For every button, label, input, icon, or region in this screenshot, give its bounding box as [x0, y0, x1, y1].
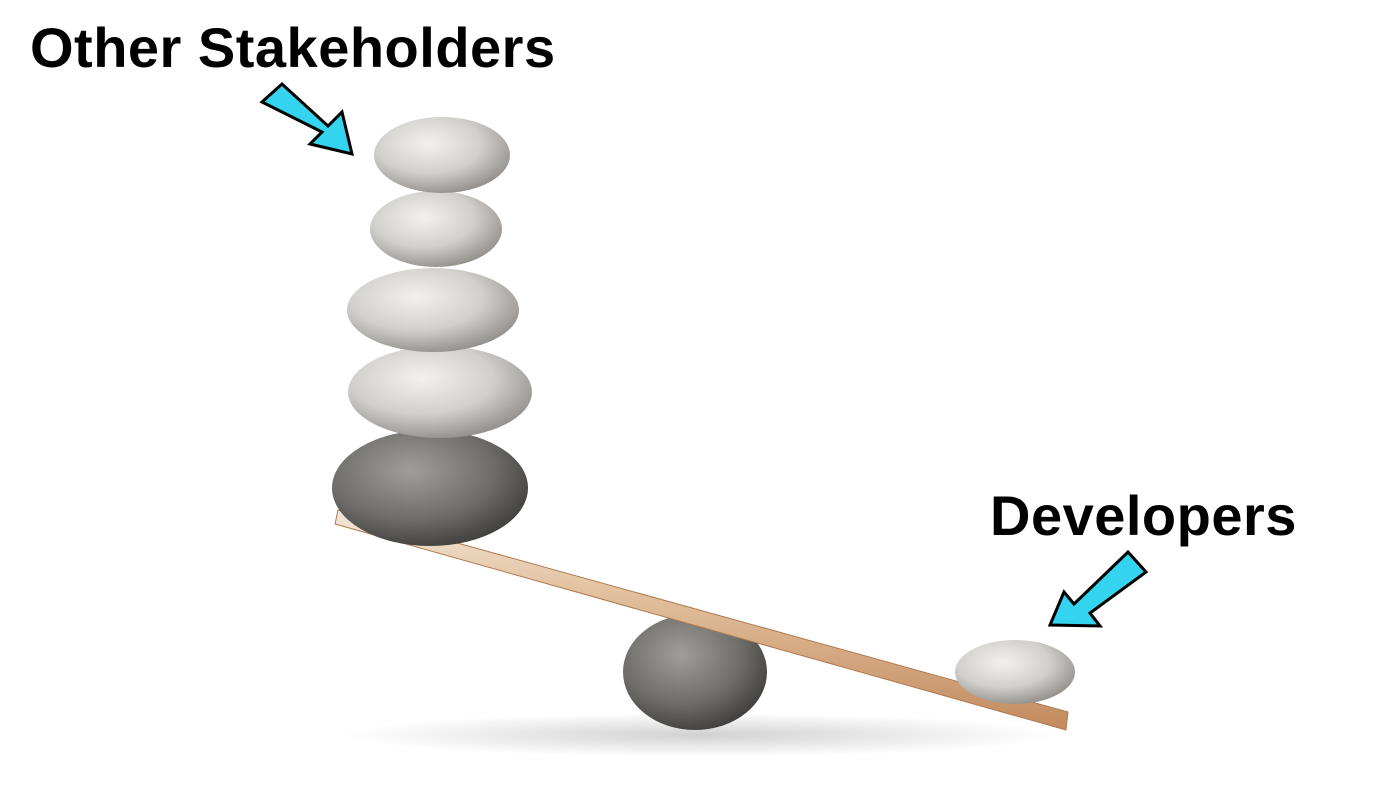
developers-stone [955, 640, 1075, 704]
developers-label: Developers [990, 484, 1297, 547]
stack-stone-3 [347, 268, 519, 352]
arrow-to-developers-icon [1047, 549, 1149, 628]
arrow-to-stakeholders-icon [259, 81, 355, 157]
stack-stone-5 [332, 430, 528, 546]
balance-plank [334, 509, 1069, 731]
stakeholders-label: Other Stakeholders [30, 16, 556, 79]
floor-shadow [340, 713, 1060, 757]
stack-stone-1 [374, 117, 510, 193]
stack-stone-4 [348, 346, 532, 438]
fulcrum-stone [623, 614, 767, 730]
stack-stone-2 [370, 191, 502, 267]
